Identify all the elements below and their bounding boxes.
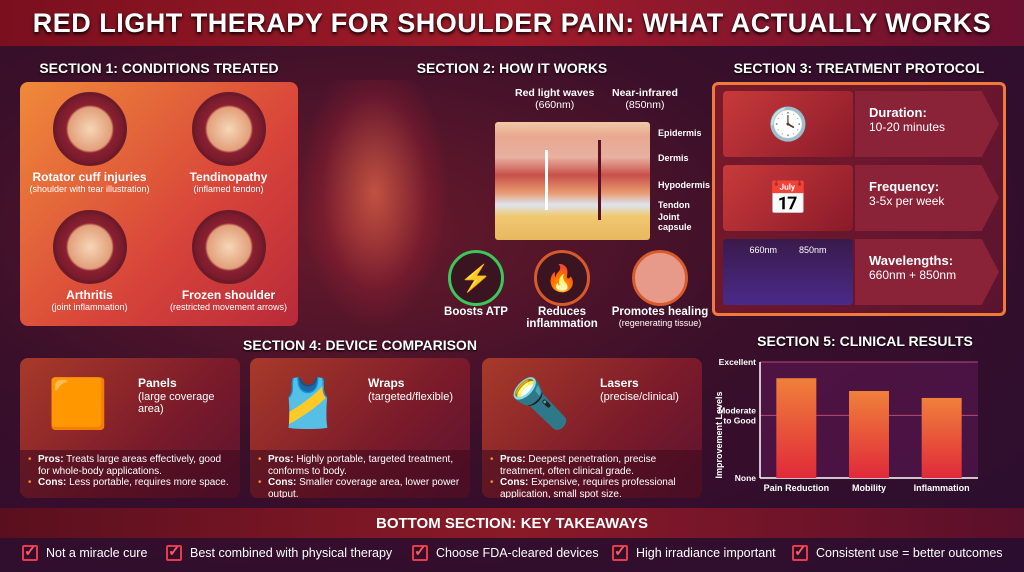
panel-device-icon: 🟧 [48, 377, 108, 431]
condition-rotator-cuff: Rotator cuff injuries (shoulder with tea… [20, 92, 159, 194]
joint-inflammation-icon [52, 210, 127, 284]
conditions-panel: Rotator cuff injuries (shoulder with tea… [20, 82, 298, 326]
effect-promotes-healing: Promotes healing(regenerating tissue) [610, 250, 710, 328]
takeaway-item: ✓Not a miracle cure [22, 543, 148, 561]
skin-cross-section [495, 122, 650, 240]
device-name: Wraps [368, 376, 405, 390]
x-tick-label: Mobility [852, 483, 886, 493]
effect-boosts-atp: ⚡Boosts ATP [430, 250, 522, 318]
section4-heading: SECTION 4: DEVICE COMPARISON [243, 337, 477, 353]
near-infrared-label: Near-infrared(850nm) [612, 87, 678, 111]
device-cons: Cons: Smaller coverage area, lower power… [258, 477, 462, 498]
condition-sub: (restricted movement arrows) [169, 302, 288, 312]
battery-icon: ⚡ [448, 250, 504, 306]
protocol-duration: 🕓Duration:10-20 minutes [723, 91, 999, 157]
checkbox-icon: ✓ [612, 543, 628, 561]
restricted-movement-icon [191, 210, 266, 284]
device-card-lasers: 🔦 Lasers (precise/clinical) Pros: Deepes… [482, 358, 702, 498]
no-fire-icon: 🔥 [534, 250, 590, 306]
checkbox-icon: ✓ [166, 543, 182, 561]
device-pros: Pros: Deepest penetration, precise treat… [490, 454, 694, 477]
condition-name: Frozen shoulder [181, 288, 276, 302]
y-tick-label: None [735, 473, 757, 483]
device-cons: Cons: Less portable, requires more space… [28, 477, 232, 489]
tissue-healing-icon [632, 250, 688, 306]
condition-name: Rotator cuff injuries [32, 170, 147, 184]
laser-device-icon: 🔦 [510, 377, 570, 431]
bar-pain-reduction [776, 378, 817, 478]
section3-heading: SECTION 3: TREATMENT PROTOCOL [733, 60, 985, 76]
device-pros: Pros: Treats large areas effectively, go… [28, 454, 232, 477]
checkbox-icon: ✓ [792, 543, 808, 561]
device-name: Lasers [600, 376, 639, 390]
section2-heading: SECTION 2: HOW IT WORKS [416, 60, 608, 76]
layer-hypodermis: Hypodermis [658, 180, 711, 190]
condition-name: Arthritis [66, 288, 113, 302]
glowing-shoulder-illustration [300, 80, 450, 330]
condition-sub: (shoulder with tear illustration) [29, 184, 150, 194]
device-name: Panels [138, 376, 177, 390]
x-tick-label: Pain Reduction [764, 483, 830, 493]
bar-mobility [849, 391, 889, 478]
condition-frozen-shoulder: Frozen shoulder (restricted movement arr… [159, 210, 298, 312]
protocol-frequency: 📅Frequency:3-5x per week [723, 165, 999, 231]
wrap-device-icon: 🎽 [278, 377, 338, 431]
infrared-arrow [598, 140, 601, 220]
device-card-panels: 🟧 Panels (large coverage area) Pros: Tre… [20, 358, 240, 498]
takeaway-item: ✓Choose FDA-cleared devices [412, 543, 599, 561]
red-light-arrow [545, 150, 548, 210]
calendar-icon: 📅 [723, 165, 853, 231]
y-tick-label: Excellent [719, 357, 756, 367]
y-axis-label: Improvement Levels [714, 391, 724, 478]
inflamed-tendon-icon [191, 92, 266, 166]
effect-reduces-inflammation: 🔥Reduces inflammation [516, 250, 608, 330]
takeaway-item: ✓High irradiance important [612, 543, 776, 561]
takeaway-item: ✓Consistent use = better outcomes [792, 543, 1003, 561]
takeaway-item: ✓Best combined with physical therapy [166, 543, 393, 561]
treatment-protocol-panel: 🕓Duration:10-20 minutes 📅Frequency:3-5x … [712, 82, 1006, 316]
shoulder-tear-icon [52, 92, 127, 166]
layer-tendon: Tendon [658, 200, 690, 210]
checkbox-icon: ✓ [412, 543, 428, 561]
device-cons: Cons: Expensive, requires professional a… [490, 477, 694, 498]
condition-tendinopathy: Tendinopathy (inflamed tendon) [159, 92, 298, 194]
condition-arthritis: Arthritis (joint inflammation) [20, 210, 159, 312]
device-pros: Pros: Highly portable, targeted treatmen… [258, 454, 462, 477]
device-desc: (targeted/flexible) [368, 391, 453, 403]
chart-title: SECTION 5: CLINICAL RESULTS [757, 333, 973, 349]
checkbox-icon: ✓ [22, 543, 38, 561]
layer-joint-capsule: Joint capsule [658, 212, 692, 232]
red-light-label: Red light waves(660nm) [515, 87, 595, 111]
condition-name: Tendinopathy [189, 170, 268, 184]
layer-epidermis: Epidermis [658, 128, 702, 138]
layer-dermis: Dermis [658, 153, 689, 163]
clock-icon: 🕓 [723, 91, 853, 157]
device-desc: (large coverage area) [138, 391, 215, 416]
page-title: RED LIGHT THERAPY FOR SHOULDER PAIN: WHA… [0, 0, 1024, 46]
device-card-wraps: 🎽 Wraps (targeted/flexible) Pros: Highly… [250, 358, 470, 498]
x-tick-label: Inflammation [914, 483, 970, 493]
section1-heading: SECTION 1: CONDITIONS TREATED [39, 60, 279, 76]
condition-sub: (joint inflammation) [51, 302, 128, 312]
bar-inflammation [921, 397, 962, 478]
device-desc: (precise/clinical) [600, 391, 679, 403]
key-takeaways-heading: BOTTOM SECTION: KEY TAKEAWAYS [0, 508, 1024, 538]
condition-sub: (inflamed tendon) [193, 184, 264, 194]
